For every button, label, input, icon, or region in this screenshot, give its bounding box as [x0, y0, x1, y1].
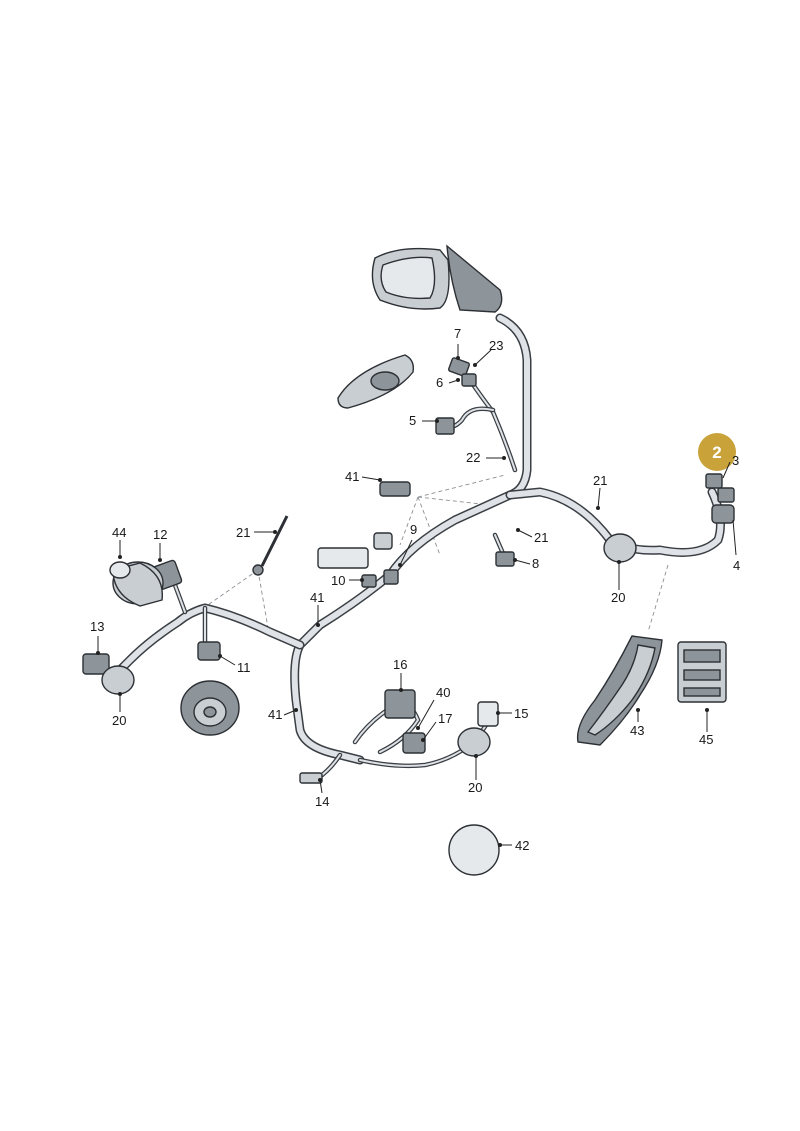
part-label-9: 9: [410, 522, 417, 537]
door-handle: [337, 354, 415, 409]
small-parts: [82, 357, 735, 784]
part-label-20-c: 20: [468, 780, 482, 795]
part-label-17: 17: [438, 711, 452, 726]
mirror-assembly: [371, 244, 503, 313]
part-label-44: 44: [112, 525, 126, 540]
part-label-16: 16: [393, 657, 407, 672]
part-label-41-a: 41: [345, 469, 359, 484]
part-label-4: 4: [733, 558, 740, 573]
part-label-3: 3: [732, 453, 739, 468]
part-label-6: 6: [436, 375, 443, 390]
part-label-8: 8: [532, 556, 539, 571]
part-label-21-a: 21: [236, 525, 250, 540]
part-label-13: 13: [90, 619, 104, 634]
part-label-41-b: 41: [310, 590, 324, 605]
grommets: [101, 533, 637, 876]
part-label-23: 23: [489, 338, 503, 353]
part-label-20-a: 20: [112, 713, 126, 728]
association-lines: [204, 474, 669, 633]
part-label-10: 10: [331, 573, 345, 588]
label-leaders: [96, 344, 737, 847]
part-label-7: 7: [454, 326, 461, 341]
door-seal-and-switch: [576, 635, 727, 746]
part-label-42: 42: [515, 838, 529, 853]
part-label-41-c: 41: [268, 707, 282, 722]
part-label-12: 12: [153, 527, 167, 542]
part-labels: 3 4 5 6 7 8 9 10 11 12 13 14 15 16 17 20…: [90, 326, 740, 853]
part-label-14: 14: [315, 794, 329, 809]
part-label-40: 40: [436, 685, 450, 700]
part-label-20-b: 20: [611, 590, 625, 605]
part-label-43: 43: [630, 723, 644, 738]
part-label-15: 15: [514, 706, 528, 721]
part-label-45: 45: [699, 732, 713, 747]
part-label-5: 5: [409, 413, 416, 428]
part-label-21-c: 21: [534, 530, 548, 545]
callout-badge-number: 2: [712, 443, 721, 462]
callout-badge: 2: [698, 433, 736, 471]
part-label-11: 11: [237, 660, 251, 675]
part-label-22: 22: [466, 450, 480, 465]
part-label-21-b: 21: [593, 473, 607, 488]
